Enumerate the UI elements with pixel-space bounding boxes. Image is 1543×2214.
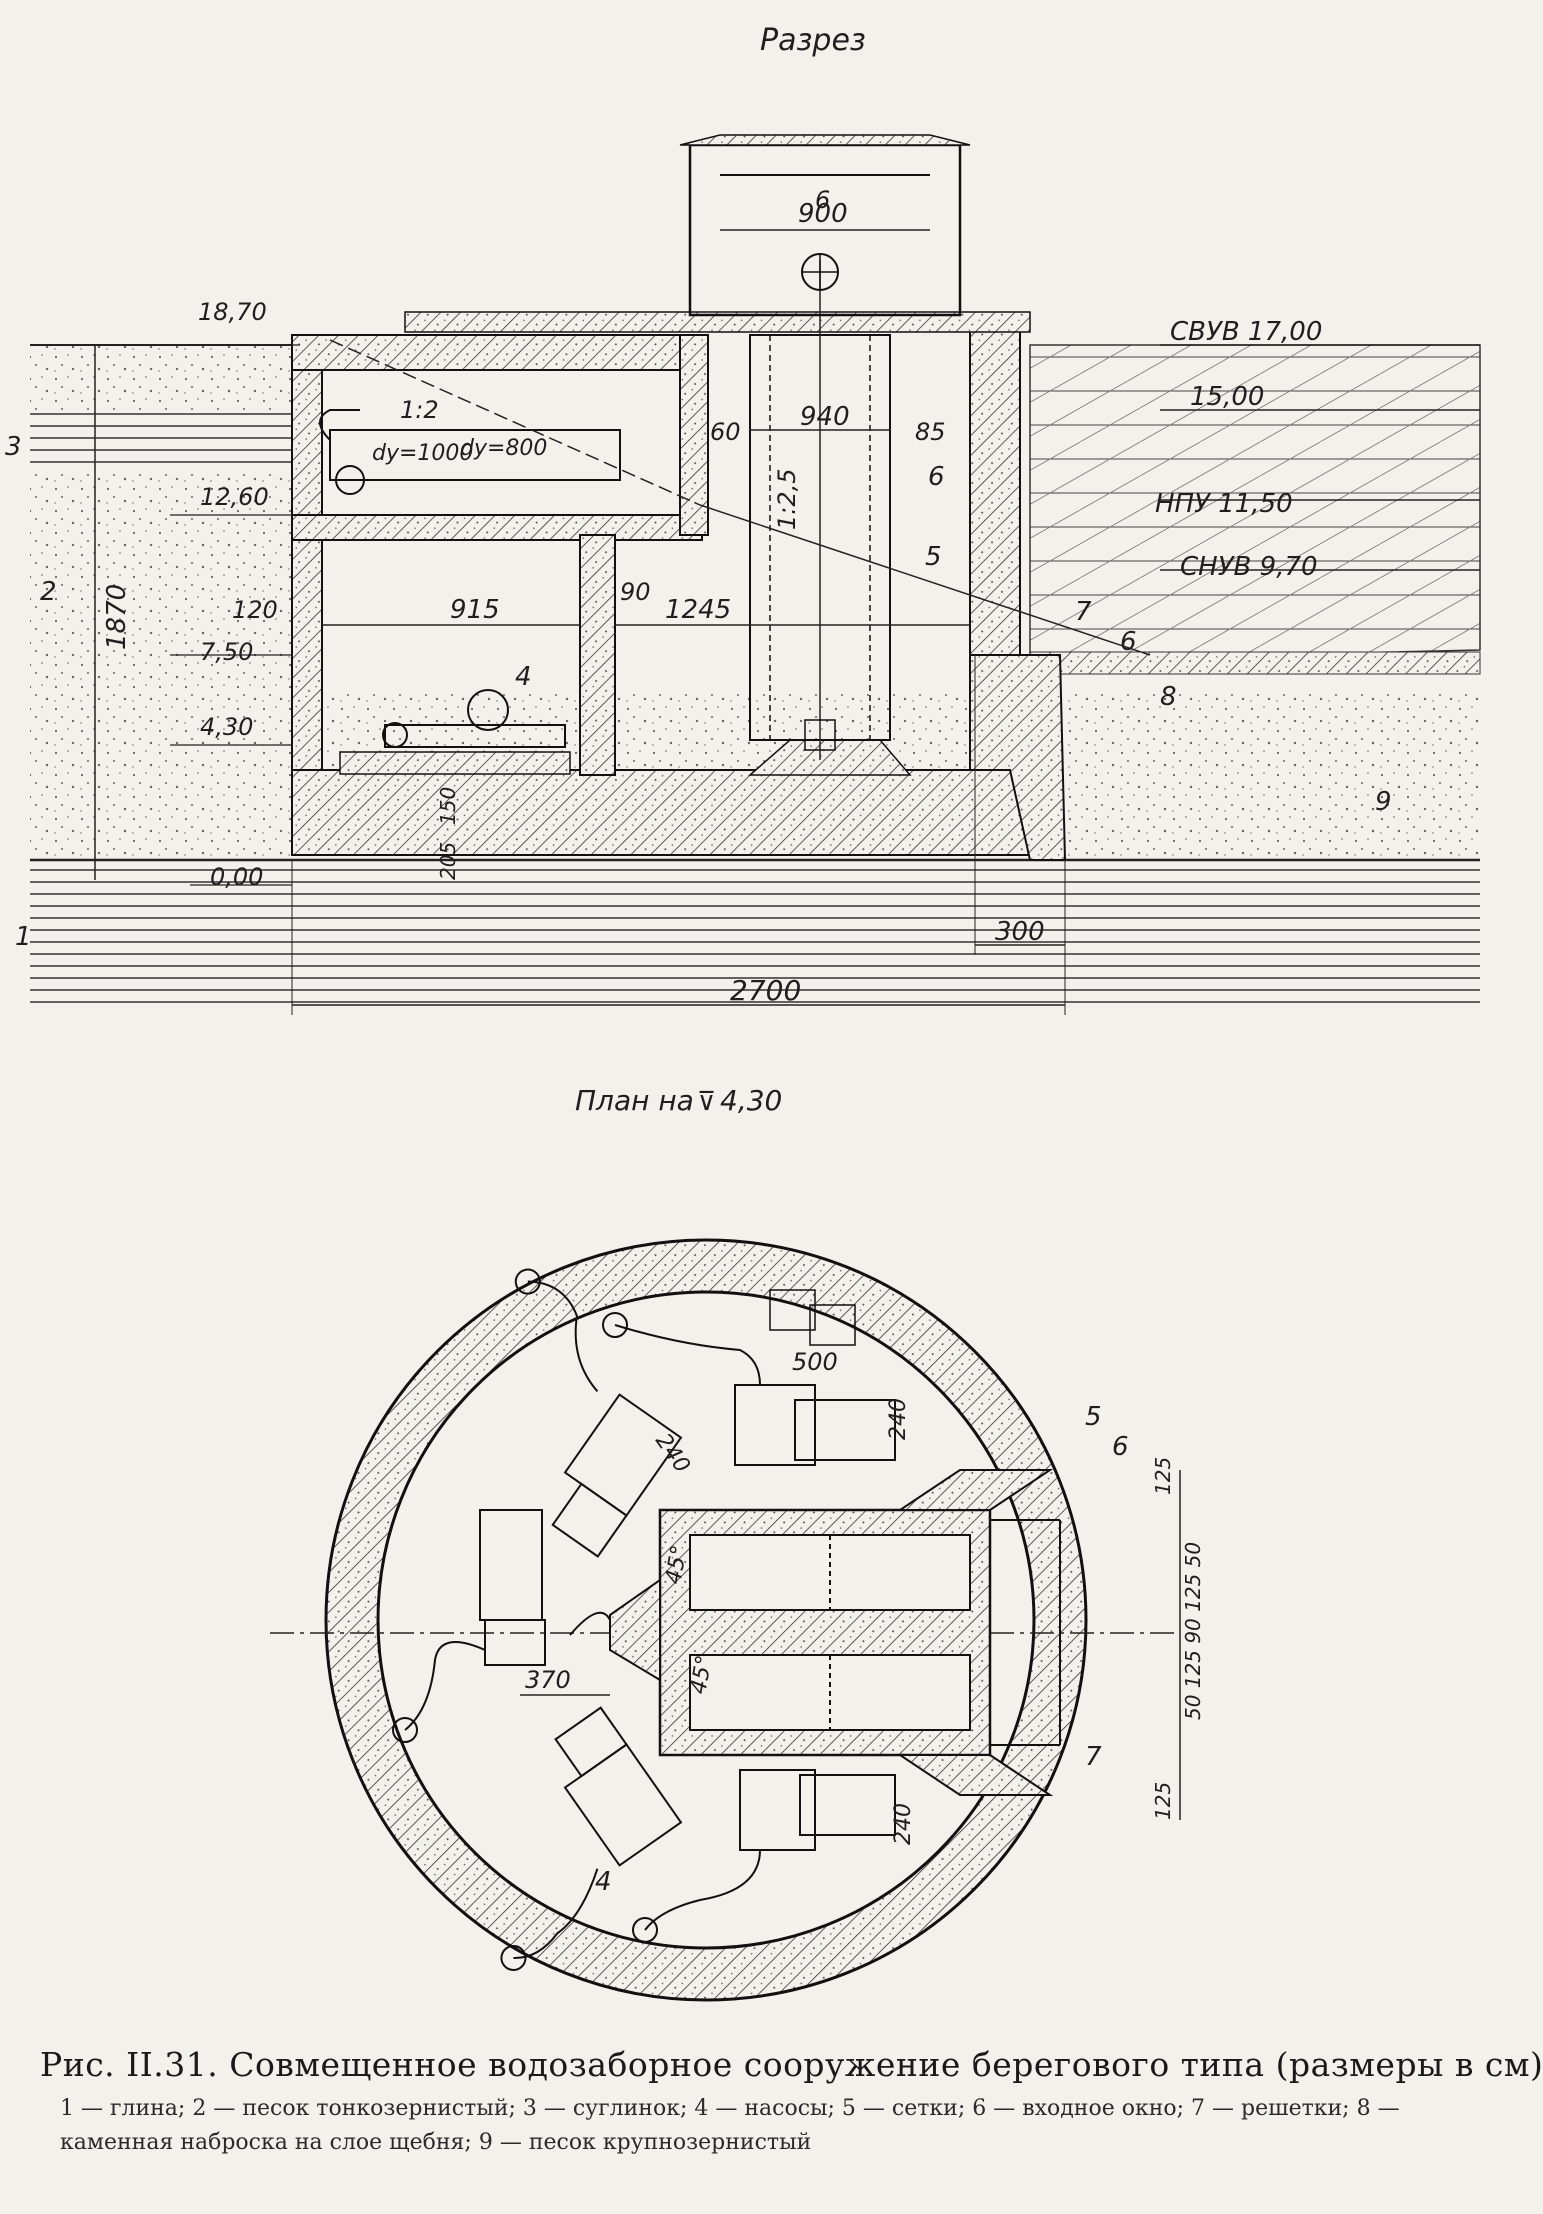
plan-dim-240a: 240 [886,1398,911,1440]
elev-18-70: 18,70 [198,298,267,326]
slope-1-2: 1:2 [400,396,439,424]
caption-legend: 1 — глина; 2 — песок тонкозернистый; 3 —… [60,2096,1400,2155]
level-npu: НПУ 11,50 [1155,489,1293,519]
pump-unit-left [392,1509,611,1743]
plan-view: План на ⊽ 4,30 [270,1084,1205,2002]
superstructure-roof [679,134,971,146]
technical-drawing: Разрез [5,23,1481,2002]
dim-label-85: 85 [915,418,946,446]
item-6b: 6 [928,462,945,492]
dim-label-1870: 1870 [102,584,132,650]
dim-label-300: 300 [995,917,1045,947]
dim-label-915: 915 [450,595,500,625]
dim-label-120: 120 [232,596,278,624]
item-2: 2 [40,577,57,607]
section-title: Разрез [760,23,866,58]
pipe-section-icon [335,465,365,495]
pump-floor [291,514,703,541]
elev-12-60: 12,60 [200,483,269,511]
item-1: 1 [15,922,32,952]
plan-item-6: 6 [1112,1432,1129,1462]
roof-plate [404,311,1031,333]
elev-0-00: 0,00 [210,863,263,891]
pipe-label-dy800: dу=800 [460,436,547,461]
item-6c: 6 [1120,627,1137,657]
elev-7-50: 7,50 [200,638,253,666]
machine-base [339,751,571,775]
screen-gate [804,719,836,751]
pump-unit-upper-left [514,1268,683,1558]
dim-label-2700: 2700 [730,974,801,1007]
item-6a: 6 [815,186,830,214]
pipe-label-dy1000: dу=1000 [372,441,473,466]
dim-label-60: 60 [710,418,741,446]
plan-elevation: 4,30 [720,1084,782,1117]
suction-pipe [329,429,621,481]
right-wall [969,324,1021,656]
bottom-slab [291,769,1053,856]
level-snuv: СНУВ 9,70 [1180,552,1318,582]
wedge-left [609,1578,661,1682]
pump-unit-top [602,1289,896,1466]
plan-dim-370: 370 [525,1666,571,1694]
plan-elevation-icon: ⊽ [697,1087,716,1117]
partition-wall [679,334,709,536]
pump-unit-bottom [632,1769,896,1943]
top-slab-left [291,334,693,371]
wedge-upper [896,1469,1054,1511]
plan-title: План на [575,1084,694,1117]
slope-1-2-5: 1:2,5 [773,468,801,530]
front-foot [969,654,1067,861]
plan-dim-stack: 50 125 90 125 50 [1181,1542,1205,1720]
elev-4-30: 4,30 [200,713,253,741]
item-4: 4 [515,662,532,692]
plan-dim-125b: 125 [1151,1782,1175,1820]
slope-line-2 [699,504,1151,656]
item-5: 5 [925,542,942,572]
level-15-00: 15,00 [1190,382,1264,412]
plan-dim-125a: 125 [1151,1457,1175,1495]
dim-label-90: 90 [620,578,651,606]
plan-item-7: 7 [1085,1742,1102,1772]
pump-icon [467,689,509,731]
plan-dim-500: 500 [792,1348,838,1376]
item-9: 9 [1375,787,1392,817]
section-view: Разрез [5,23,1481,1015]
inner-wall [579,534,616,776]
stone-riprap [1029,651,1481,675]
caption-title: Рис. II.31. Совмещенное водозаборное соо… [40,2045,1543,2084]
plan-dim-240c: 240 [891,1803,916,1845]
plan-item-5: 5 [1085,1402,1102,1432]
pump-unit-lower-left [500,1706,683,1971]
slope-line-1 [329,339,701,506]
dim-label-1245: 1245 [665,595,731,625]
dim-label-205: 205 [436,842,460,880]
plan-item-4: 4 [595,1867,612,1897]
dim-label-150: 150 [436,787,460,825]
pump-motor [384,724,566,748]
level-svuv: СВУВ 17,00 [1170,317,1322,347]
item-7: 7 [1075,597,1092,627]
figure-caption: Рис. II.31. Совмещенное водозаборное соо… [40,2045,1543,2160]
item-8: 8 [1160,682,1177,712]
soil-loam [30,410,300,470]
wedge-lower [896,1754,1054,1796]
valve-wheel-icon [801,253,839,291]
dim-label-900: 900 [798,199,848,229]
dim-label-940: 940 [800,402,850,432]
item-3: 3 [5,432,22,462]
